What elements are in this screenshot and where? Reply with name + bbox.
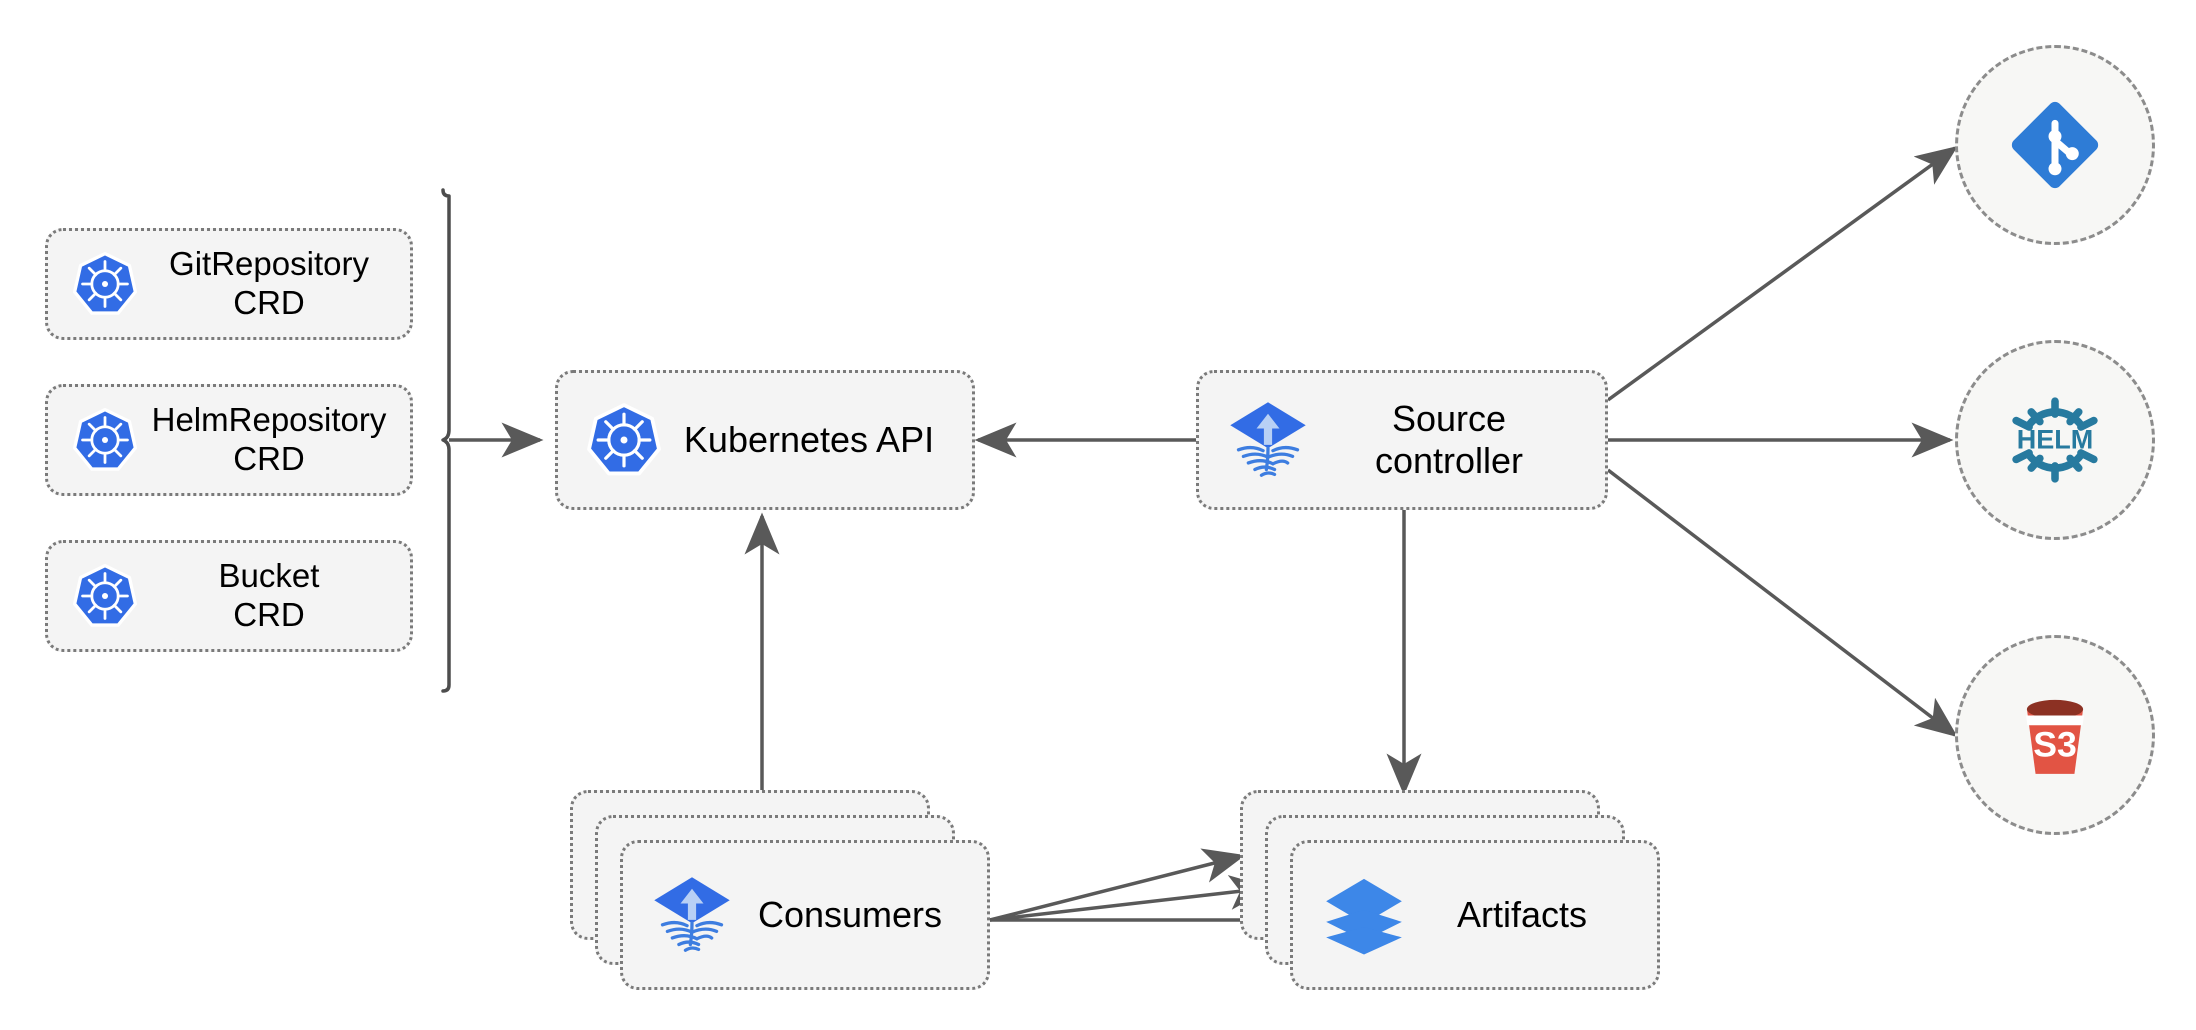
source-controller-label: Source controller [1374,397,1524,481]
source-controller-node[interactable]: Source controller [1196,370,1608,510]
s3-source-circle[interactable]: S3 [1955,635,2155,835]
artifacts-card-front[interactable]: Artifacts [1290,840,1660,990]
kubernetes-api-label: Kubernetes API [683,418,935,460]
kubernetes-api-node[interactable]: Kubernetes API [555,370,975,510]
crd-label: GitRepository CRD [169,245,369,321]
kubernetes-icon [72,407,138,471]
edge-consumers-to-artifacts-back [989,848,1246,922]
helm-wordmark: HELM [2017,425,2094,455]
kubernetes-icon [72,251,138,315]
git-source-circle[interactable] [1955,45,2155,245]
crd-group-bracket [441,188,451,693]
crd-label: HelmRepository CRD [151,401,387,477]
edge-consumers-to-artifacts-middle [989,875,1272,922]
helm-source-circle[interactable]: HELM [1955,340,2155,540]
crd-node-helmrepository[interactable]: HelmRepository CRD [45,384,413,496]
artifacts-stack[interactable]: Artifacts [1240,790,1670,1000]
s3-icon: S3 [2026,699,2084,774]
git-icon [2011,101,2099,189]
s3-wordmark: S3 [2033,725,2077,765]
edge-source-controller-to-git [1606,145,1958,402]
artifacts-label: Artifacts [1456,894,1588,935]
crd-node-bucket[interactable]: Bucket CRD [45,540,413,652]
crd-label: Bucket CRD [218,557,320,633]
kubernetes-icon [72,563,138,627]
helm-icon: HELM [2012,397,2098,483]
kubernetes-icon [587,403,661,476]
consumers-card-front[interactable]: Consumers [620,840,990,990]
crd-node-gitrepository[interactable]: GitRepository CRD [45,228,413,340]
consumers-stack[interactable]: Consumers [570,790,990,1000]
edge-source-controller-to-s3 [1606,468,1958,738]
flux-icon [654,877,730,952]
flux-icon [1230,402,1306,477]
consumers-label: Consumers [757,894,943,935]
layers-icon [1326,878,1402,955]
